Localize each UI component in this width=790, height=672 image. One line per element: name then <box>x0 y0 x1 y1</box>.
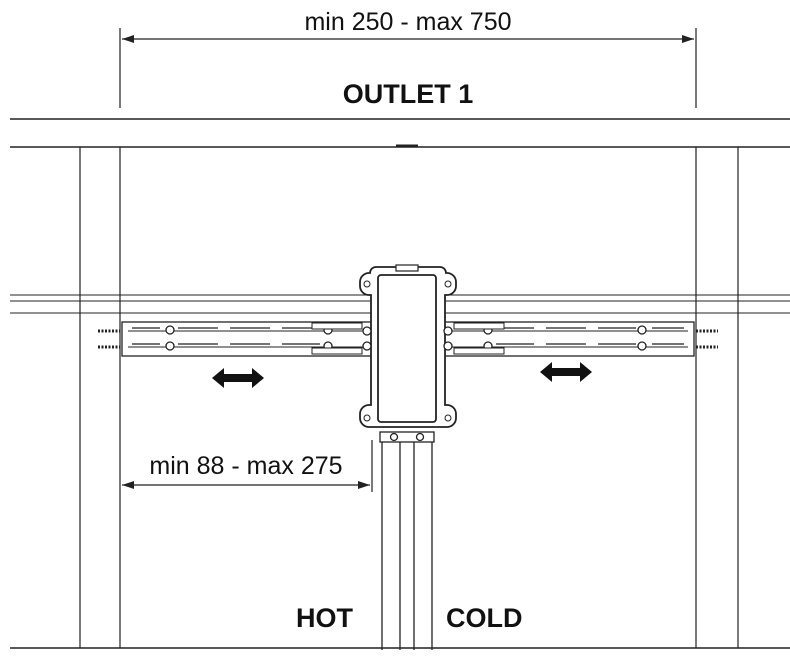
outlet-title: OUTLET 1 <box>343 79 474 109</box>
supply-pipes <box>381 442 433 650</box>
bracket-offset-dimension: min 88 - max 275 <box>122 440 373 492</box>
bracket-offset-label: min 88 - max 275 <box>149 452 342 480</box>
hot-pipe-label: HOT <box>296 603 354 633</box>
overall-width-label: min 250 - max 750 <box>304 8 511 36</box>
left-wall-screws <box>98 329 120 349</box>
right-mounting-bracket <box>443 321 695 357</box>
cold-pipe-label: COLD <box>446 603 523 633</box>
right-wall-screws <box>696 329 718 349</box>
valve-body <box>359 264 457 443</box>
stud-frame <box>79 147 739 648</box>
overall-width-dimension: min 250 - max 750 <box>119 8 697 108</box>
left-mounting-bracket <box>121 321 373 357</box>
right-bracket-slide-arrow-icon <box>540 362 592 382</box>
left-bracket-slide-arrow-icon <box>212 368 264 388</box>
